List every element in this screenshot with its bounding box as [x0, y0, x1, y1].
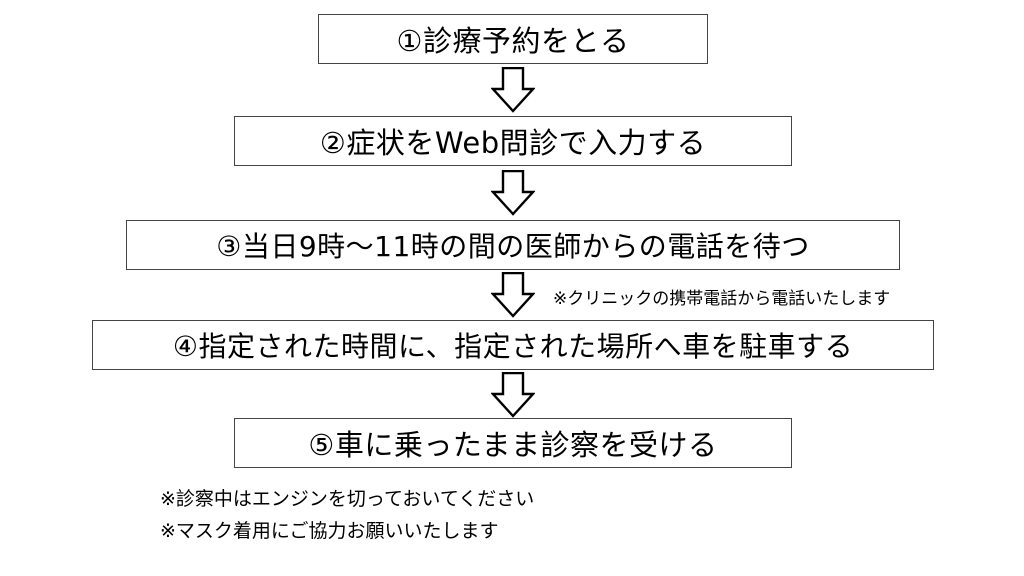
- step-box-1: ①診療予約をとる: [318, 14, 708, 64]
- down-arrow-icon: [491, 372, 535, 418]
- step-label-5: ⑤車に乗ったまま診察を受ける: [308, 428, 718, 462]
- step-box-2: ②症状をWeb問診で入力する: [234, 116, 792, 166]
- note-mask: ※マスク着用にご協力お願いいたします: [160, 520, 499, 542]
- step-box-5: ⑤車に乗ったまま診察を受ける: [234, 418, 792, 468]
- note-callback: ※クリニックの携帯電話から電話いたします: [553, 289, 891, 309]
- step-label-4: ④指定された時間に、指定された場所へ車を駐車する: [172, 330, 854, 363]
- down-arrow-icon: [491, 67, 535, 113]
- step-label-1: ①診療予約をとる: [396, 24, 630, 58]
- step-label-3: ③当日9時～11時の間の医師からの電話を待つ: [216, 230, 810, 263]
- down-arrow-icon: [491, 272, 535, 318]
- step-box-4: ④指定された時間に、指定された場所へ車を駐車する: [92, 320, 934, 370]
- step-label-2: ②症状をWeb問診で入力する: [319, 126, 707, 160]
- note-engine-off: ※診察中はエンジンを切っておいてください: [160, 488, 535, 510]
- down-arrow-icon: [491, 170, 535, 216]
- step-box-3: ③当日9時～11時の間の医師からの電話を待つ: [126, 220, 900, 270]
